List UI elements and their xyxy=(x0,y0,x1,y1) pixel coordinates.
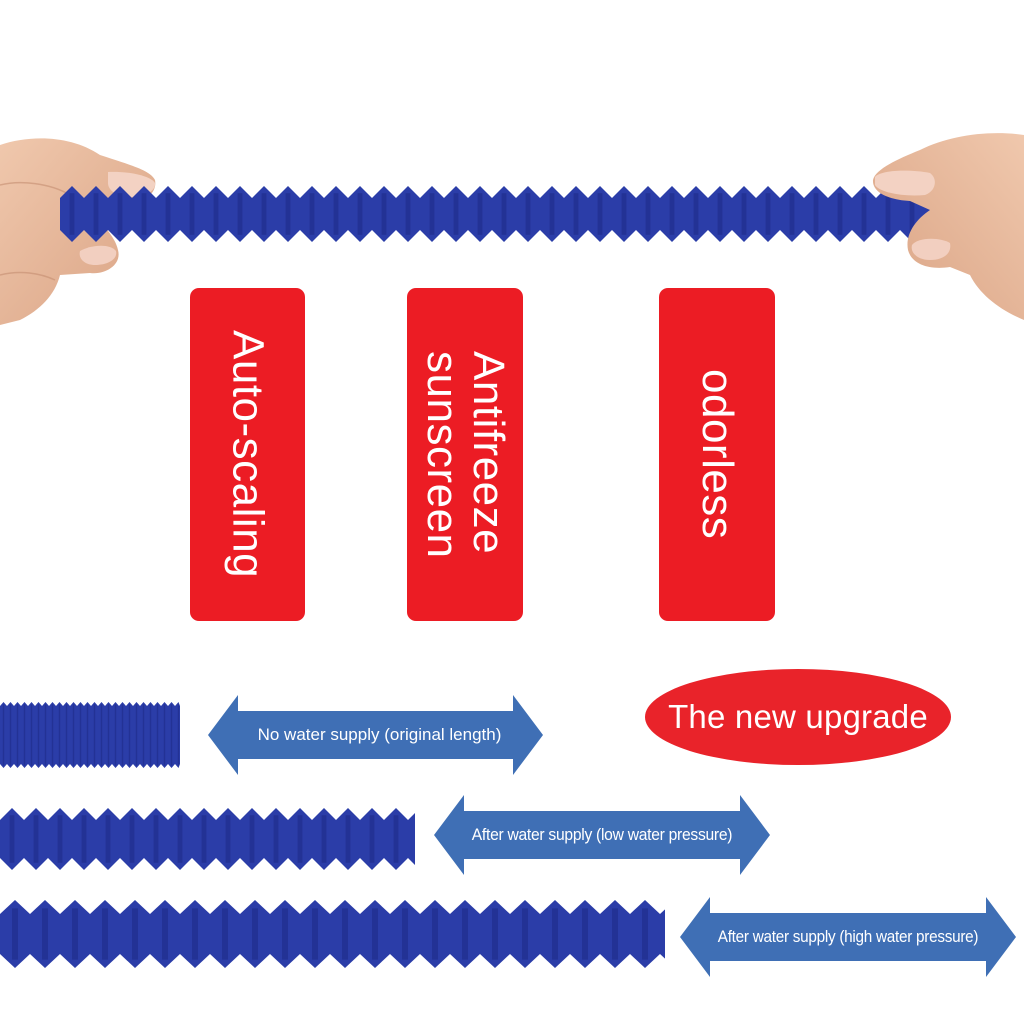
feature-tag-label: odorless xyxy=(693,369,742,540)
feature-tag-line: Antifreeze xyxy=(464,350,513,554)
state-label: No water supply (original length) xyxy=(257,725,502,744)
double-arrow-icon xyxy=(434,795,770,875)
feature-tag-odorless: odorless xyxy=(659,288,775,621)
expanded-hose-image xyxy=(60,186,964,242)
state-arrow-high-pressure: After water supply (high water pressure) xyxy=(680,897,1016,977)
feature-tag-label: Auto-scaling xyxy=(223,330,273,579)
feature-tag-antifreeze-sunscreen: Antifreeze sunscreen xyxy=(407,288,523,621)
state-label: After water supply (low water pressure) xyxy=(471,825,733,844)
hose-low-pressure-image xyxy=(0,808,415,870)
feature-tag-auto-scaling: Auto-scaling xyxy=(190,288,305,621)
state-arrow-no-water: No water supply (original length) xyxy=(208,695,543,775)
new-upgrade-badge: The new upgrade xyxy=(645,669,951,765)
new-upgrade-label: The new upgrade xyxy=(668,698,928,735)
hose-high-pressure-image xyxy=(0,900,665,968)
right-hand-image xyxy=(872,133,1024,320)
state-arrow-low-pressure: After water supply (low water pressure) xyxy=(434,795,770,875)
state-label: After water supply (high water pressure) xyxy=(717,927,979,946)
feature-tag-label: Antifreeze sunscreen xyxy=(418,350,513,559)
double-arrow-icon xyxy=(208,695,543,775)
feature-tag-line: sunscreen xyxy=(418,350,467,559)
hose-original-length-image xyxy=(0,702,180,768)
double-arrow-icon xyxy=(680,897,1016,977)
